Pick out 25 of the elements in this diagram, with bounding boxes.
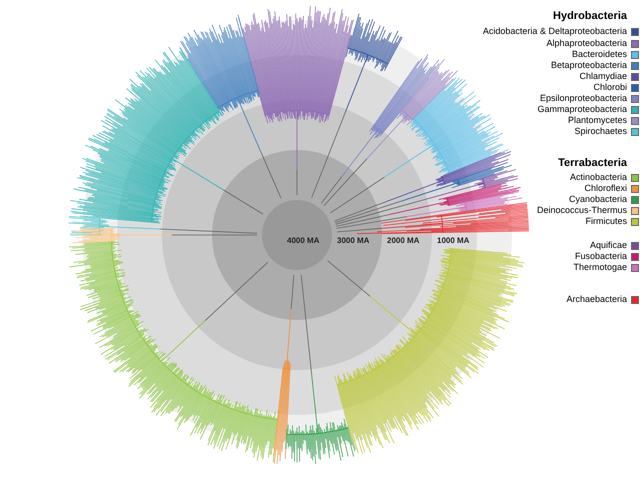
scale-label: 3000 MA	[337, 236, 370, 245]
legend-label: Aquificae	[590, 240, 627, 251]
legend-label: Chloroflexi	[584, 183, 627, 194]
legend-label: Firmicutes	[585, 216, 627, 227]
legend-label: Spirochaetes	[574, 126, 627, 137]
legend-heading: Hydrobacteria	[553, 10, 627, 22]
legend-label: Acidobacteria & Deltaproteobacteria	[482, 26, 627, 37]
legend-label: Betaproteobacteria	[550, 60, 627, 71]
legend-label: Gammaproteobacteria	[537, 104, 627, 115]
legend-label: Chlorobi	[593, 82, 627, 93]
legend-label: Deinococcus-Thermus	[536, 205, 627, 216]
legend-label: Actinobacteria	[570, 172, 627, 183]
legend-label: Cyanobacteria	[568, 194, 627, 205]
scale-label: 2000 MA	[387, 236, 420, 245]
legend-label: Alphaproteobacteria	[546, 38, 627, 49]
legend-label: Epsilonproteobacteria	[540, 93, 627, 104]
legend-label: Bacteroidetes	[572, 49, 627, 60]
legend-label: Thermotogae	[573, 262, 627, 273]
legend-label: Archaebacteria	[566, 294, 627, 305]
scale-label: 1000 MA	[437, 236, 470, 245]
legend-label: Plantomycetes	[568, 115, 627, 126]
legend-label: Chlamydiae	[579, 71, 627, 82]
legend-heading: Terrabacteria	[558, 157, 627, 169]
scale-label: 4000 MA	[287, 236, 320, 245]
legend-label: Fusobacteria	[574, 251, 627, 262]
